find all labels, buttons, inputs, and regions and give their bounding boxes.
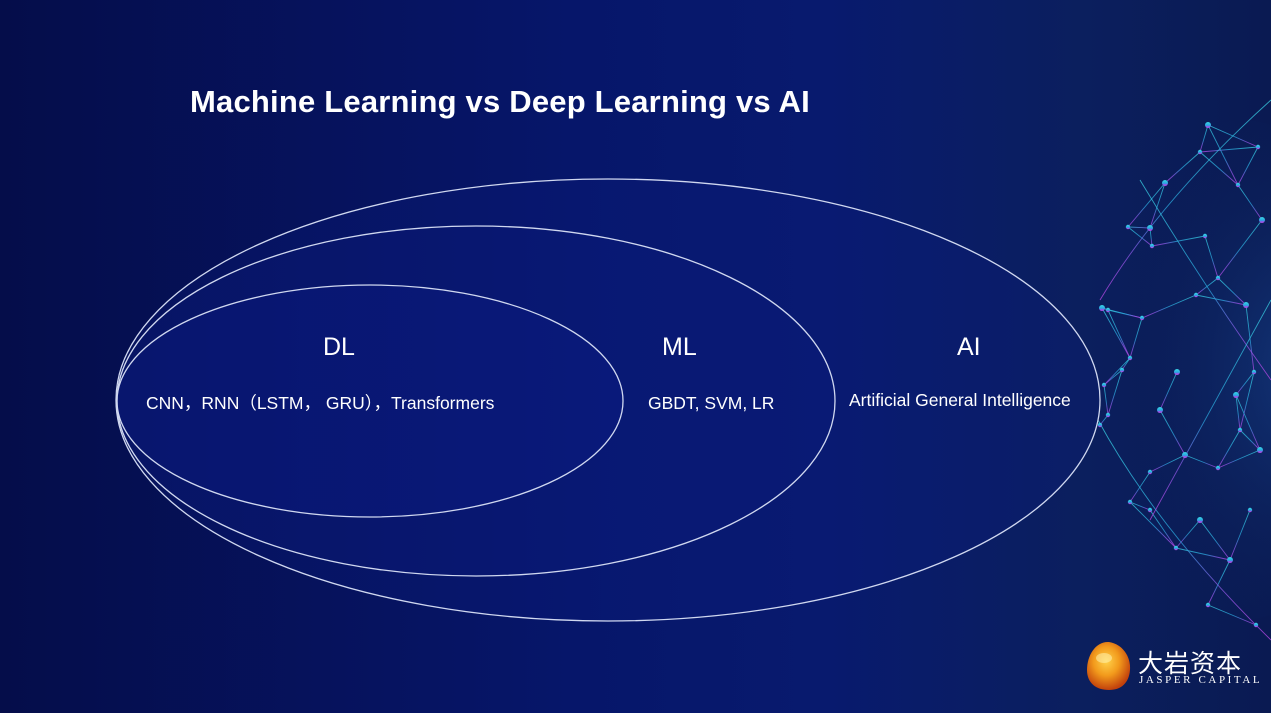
ai-label: AI — [957, 333, 981, 361]
dl-ellipse — [116, 284, 624, 518]
ml-label: ML — [662, 333, 697, 361]
amber-stone-logo-icon — [1087, 641, 1131, 690]
dl-examples: CNN，RNN（LSTM， GRU），Transformers — [146, 393, 495, 413]
ai-examples: Artificial General Intelligence — [849, 390, 1071, 410]
ml-examples: GBDT, SVM, LR — [648, 393, 775, 413]
logo-english-name: JASPER CAPITAL — [1139, 674, 1263, 686]
ai-ellipse — [115, 178, 1101, 622]
page-title: Machine Learning vs Deep Learning vs AI — [190, 84, 810, 119]
logo-chinese-name: 大岩资本 — [1138, 649, 1243, 678]
dl-label: DL — [323, 333, 355, 361]
